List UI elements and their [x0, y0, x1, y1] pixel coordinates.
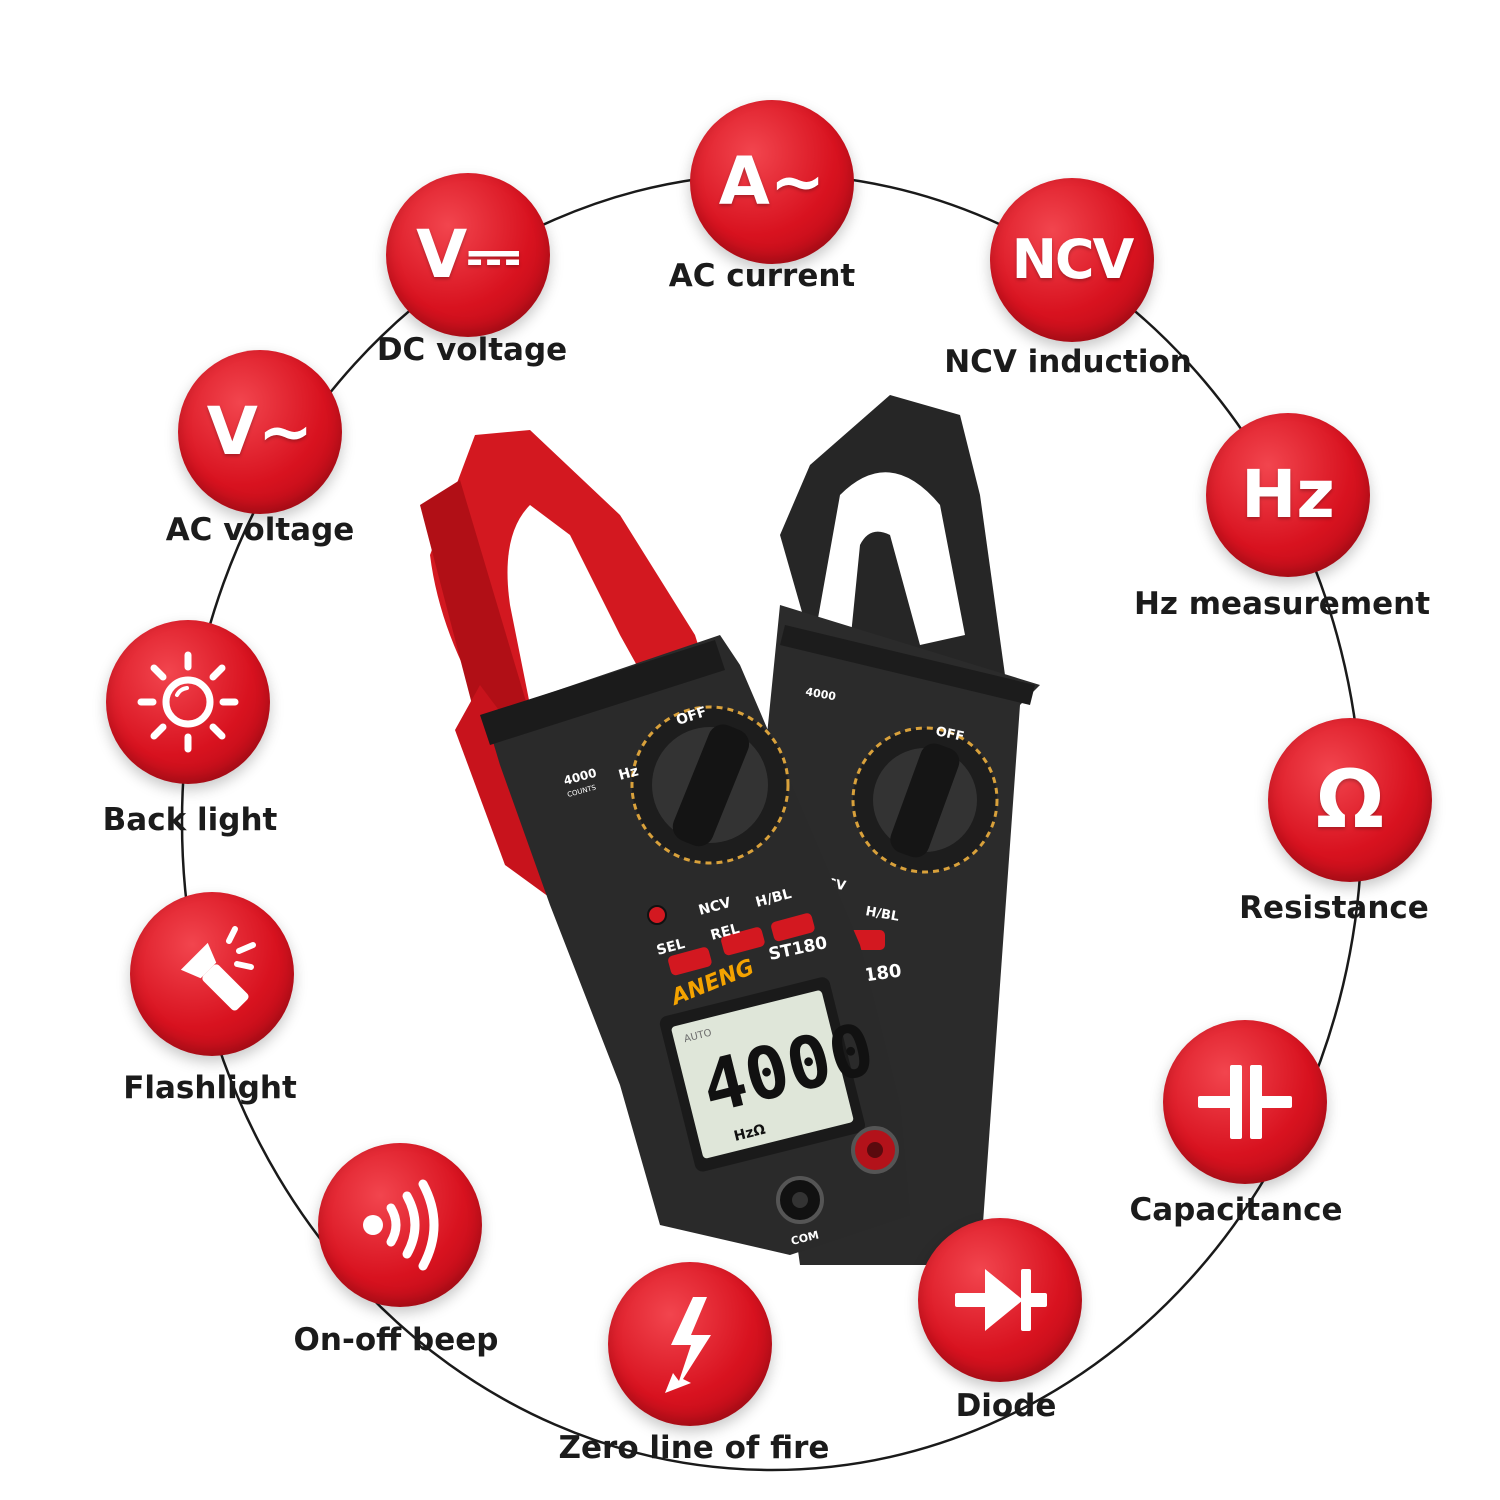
dc-voltage-label: DC voltage: [376, 332, 568, 368]
diode-label: Diode: [955, 1388, 1057, 1424]
ac-current-icon: A~: [690, 100, 854, 264]
sun-icon: [106, 620, 270, 784]
sel-label: SEL: [655, 936, 687, 959]
flashlight-icon: [130, 892, 294, 1056]
dial-hz-label: Hz: [617, 763, 640, 784]
ac-voltage-icon: V~: [178, 350, 342, 514]
zero-line-of-fire-label: Zero line of fire: [558, 1430, 830, 1466]
back-hbl-label: H/BL: [864, 904, 900, 925]
rel-label: REL: [709, 921, 741, 944]
dc-voltage-icon: V⎓: [386, 173, 550, 337]
hz-icon: Hz: [1206, 413, 1370, 577]
on-off-beep-label: On-off beep: [293, 1322, 499, 1358]
back-off-label: OFF: [934, 724, 965, 745]
clamp-meter-illustration: ST180 4000 OFF NCV REL H/BL: [420, 395, 1040, 1265]
beep-icon: [318, 1143, 482, 1307]
back-light-label: Back light: [102, 802, 278, 838]
ac-voltage-label: AC voltage: [165, 512, 355, 548]
hz-measurement-label: Hz measurement: [1133, 586, 1431, 622]
capacitance-label: Capacitance: [1129, 1192, 1343, 1228]
capacitor-icon: [1163, 1020, 1327, 1184]
ncv-induction-label: NCV induction: [944, 344, 1192, 380]
lightning-icon: [608, 1262, 772, 1426]
front-meter: AUTO 4000 HzΩ ANENG ST180 4000 COUNTS Hz…: [420, 430, 910, 1255]
resistance-label: Resistance: [1239, 890, 1429, 926]
flashlight-label: Flashlight: [123, 1070, 297, 1106]
back-counts-label: 4000: [804, 685, 837, 703]
diode-icon: [918, 1218, 1082, 1382]
lcd-units: HzΩ: [732, 1122, 767, 1145]
ohm-icon: Ω: [1268, 718, 1432, 882]
ac-current-label: AC current: [668, 258, 856, 294]
ncv-icon: NCV: [990, 178, 1154, 342]
